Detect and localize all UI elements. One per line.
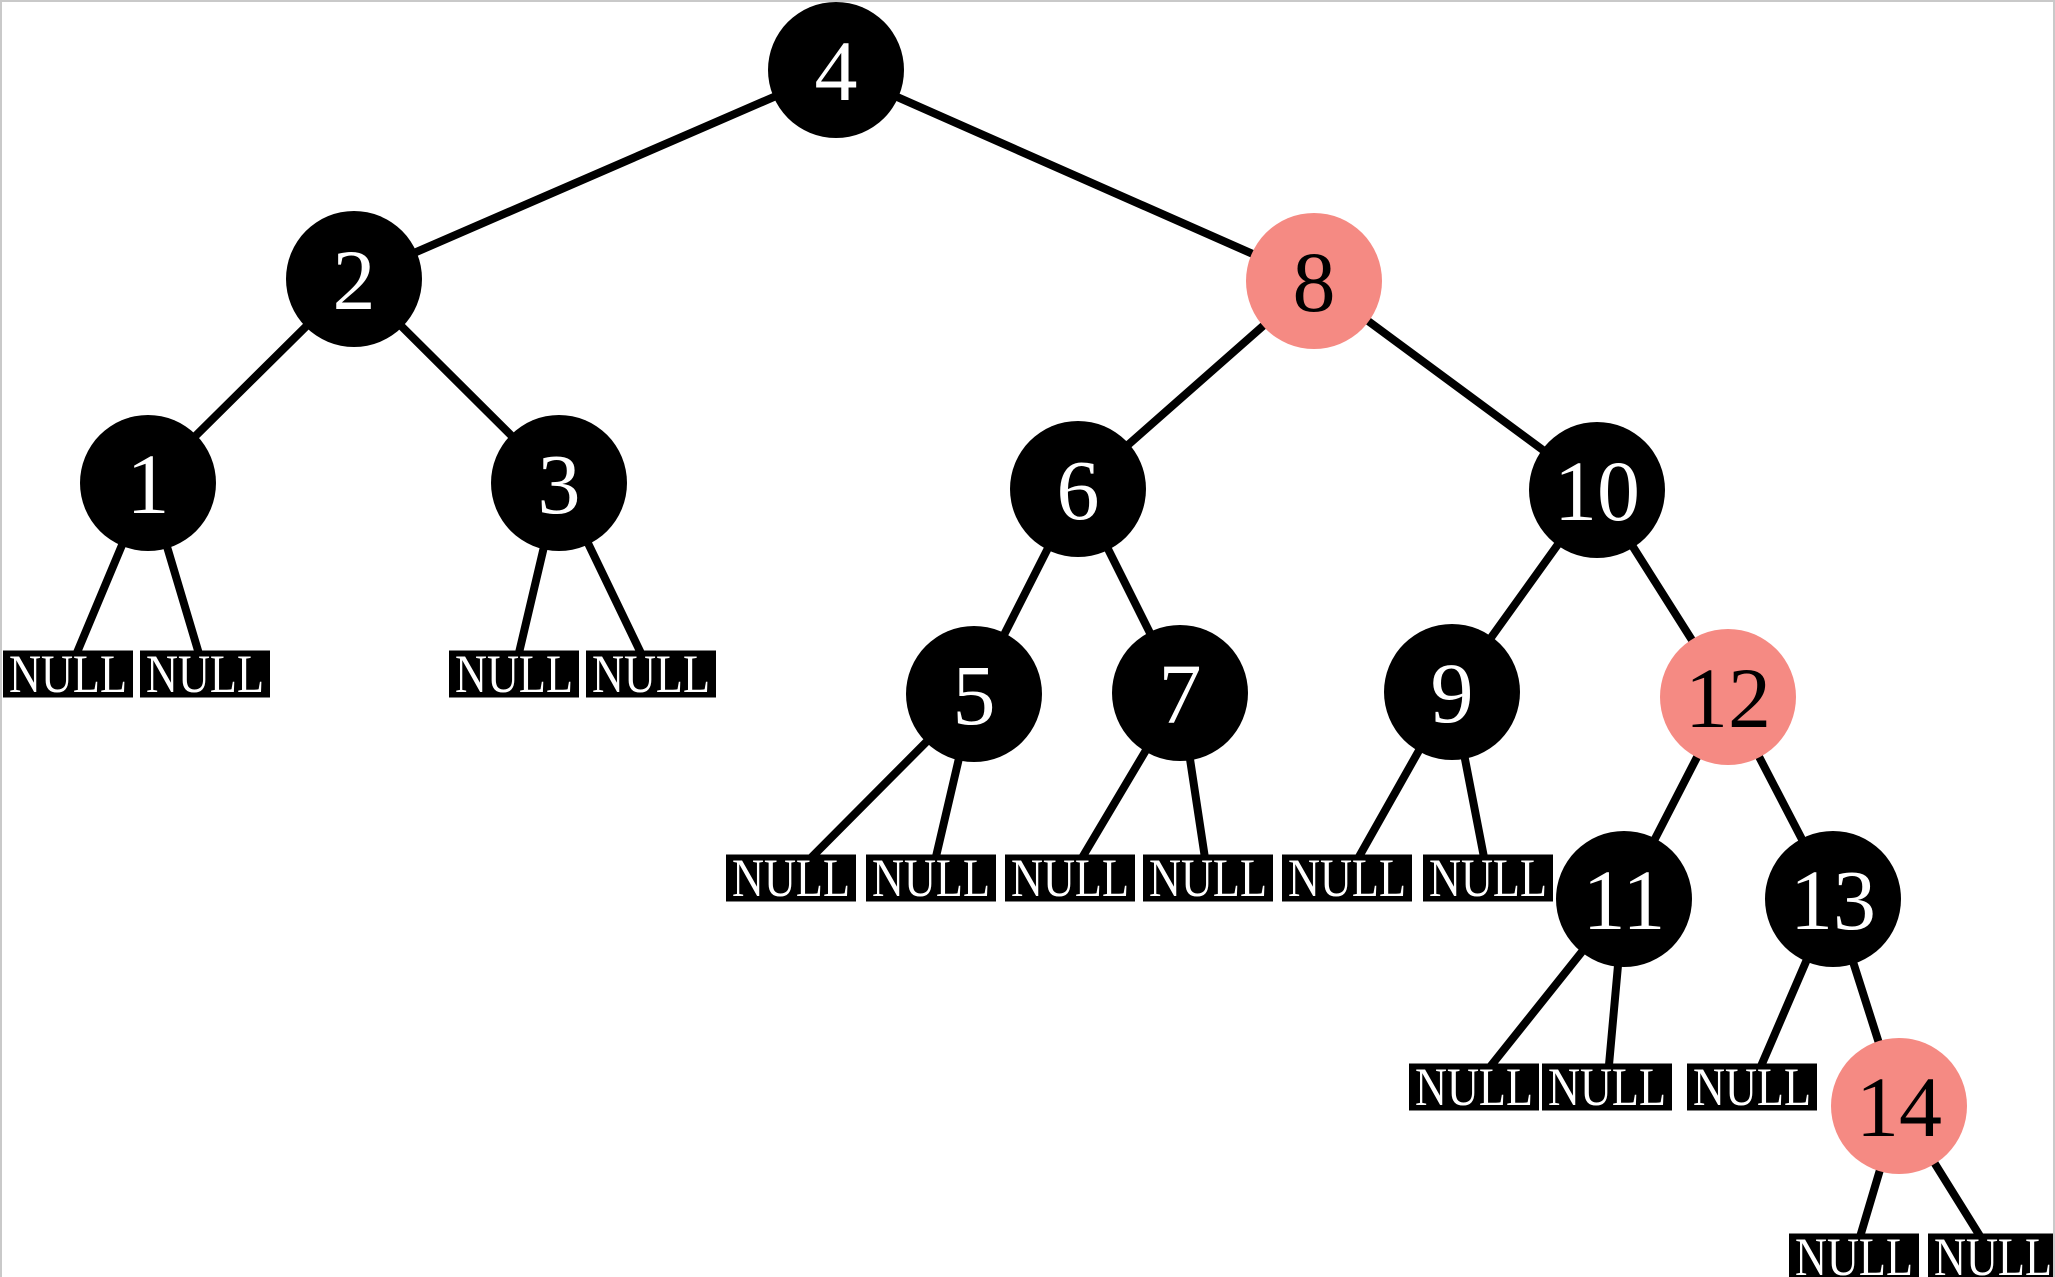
null-leaf: NULL [1789,1227,1919,1277]
tree-node-value: 1 [127,436,170,532]
null-leaf-label: NULL [1149,848,1267,908]
null-leaf-label: NULL [1934,1227,2052,1277]
tree-node-value: 7 [1159,646,1202,742]
tree-node-12: 12 [1660,629,1796,765]
null-leaf: NULL [1928,1227,2053,1277]
null-leaf-label: NULL [1429,848,1547,908]
null-leaf: NULL [1687,1057,1817,1117]
null-leaf: NULL [1005,848,1135,908]
null-leaf: NULL [3,644,133,704]
tree-node-11: 11 [1556,831,1692,967]
tree-node-value: 13 [1790,852,1876,948]
tree-node-value: 9 [1431,645,1474,741]
null-leaf: NULL [1542,1057,1672,1117]
null-leaf: NULL [1282,848,1412,908]
null-leaf: NULL [1143,848,1273,908]
null-leaf-label: NULL [455,644,573,704]
tree-node-8: 8 [1246,213,1382,349]
tree-node-value: 2 [333,232,376,328]
null-leaf-label: NULL [872,848,990,908]
null-leaf: NULL [140,644,270,704]
null-leaf-label: NULL [1693,1057,1811,1117]
tree-node-3: 3 [491,415,627,551]
null-leaf: NULL [1409,1057,1539,1117]
tree-node-10: 10 [1529,422,1665,558]
tree-node-value: 6 [1057,442,1100,538]
null-leaf-label: NULL [9,644,127,704]
tree-node-value: 8 [1293,234,1336,330]
null-leaf: NULL [726,848,856,908]
null-leaf-label: NULL [592,644,710,704]
tree-node-6: 6 [1010,421,1146,557]
tree-node-value: 5 [953,647,996,743]
null-leaf-label: NULL [1795,1227,1913,1277]
null-leaf-label: NULL [1011,848,1129,908]
tree-node-1: 1 [80,415,216,551]
tree-node-value: 3 [538,436,581,532]
tree-edge-4-2 [350,66,840,283]
tree-node-value: 12 [1685,650,1771,746]
tree-node-value: 10 [1554,443,1640,539]
tree-node-value: 14 [1856,1059,1942,1155]
tree-node-7: 7 [1112,625,1248,761]
null-leaf-label: NULL [1415,1057,1533,1117]
null-leaf: NULL [586,644,716,704]
tree-edge-4-8 [832,66,1318,285]
null-leaf-label: NULL [732,848,850,908]
tree-node-5: 5 [906,626,1042,762]
tree-node-value: 11 [1583,852,1666,948]
null-leaf: NULL [1423,848,1553,908]
null-leaf-label: NULL [146,644,264,704]
tree-node-value: 4 [815,23,858,119]
tree-node-13: 13 [1765,831,1901,967]
tree-node-4: 4 [768,2,904,138]
tree-node-2: 2 [286,211,422,347]
null-leaf-label: NULL [1548,1057,1666,1117]
null-leaf: NULL [449,644,579,704]
tree-node-14: 14 [1831,1038,1967,1174]
null-leaf: NULL [866,848,996,908]
null-leaf-label: NULL [1288,848,1406,908]
tree-node-9: 9 [1384,624,1520,760]
